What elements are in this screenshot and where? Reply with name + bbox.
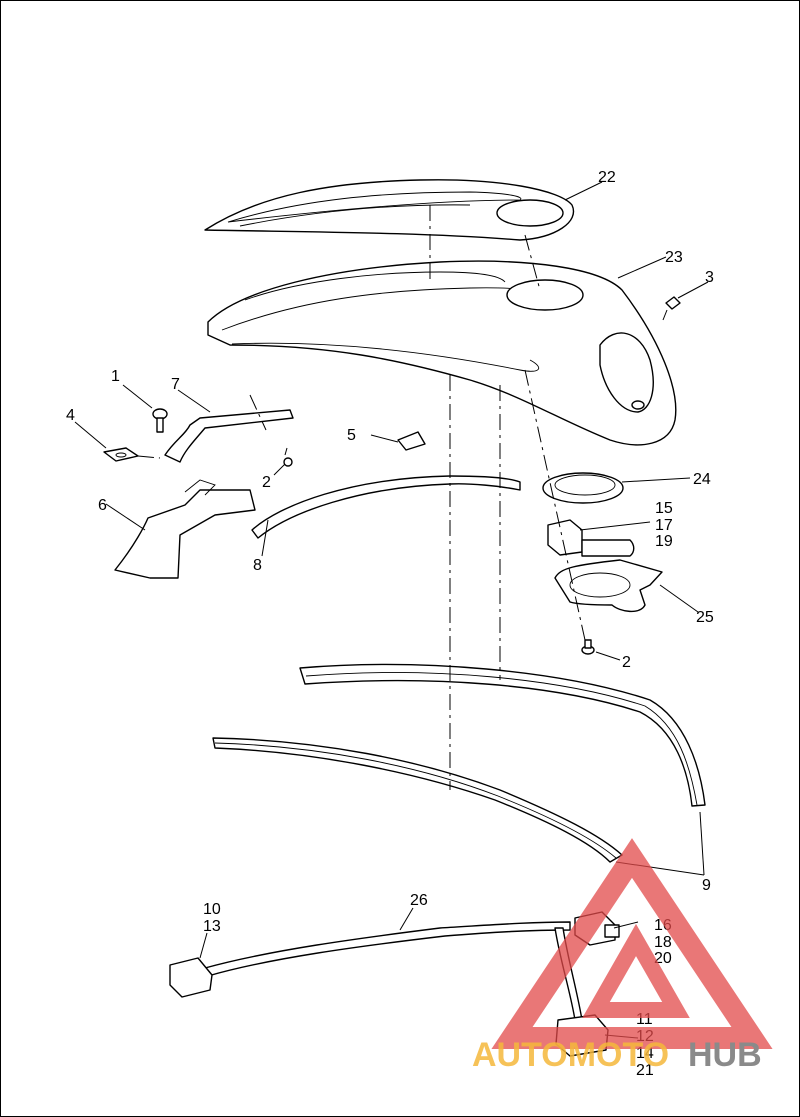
callout-19: 19: [655, 533, 673, 550]
callout-23: 23: [665, 249, 683, 266]
part-6-switch-housing: [114, 479, 256, 579]
part-7-bracket: [164, 409, 294, 463]
callout-25: 25: [696, 609, 714, 626]
callout-5: 5: [347, 427, 356, 444]
callout-3: 3: [705, 269, 714, 286]
callout-8: 8: [253, 557, 262, 574]
callout-2-lower: 2: [622, 654, 631, 671]
callout-22: 22: [598, 169, 616, 186]
part-10-connector: [169, 957, 213, 998]
part-23-console: [207, 260, 677, 446]
callout-17: 17: [655, 517, 673, 534]
assembly-lines: [137, 205, 586, 790]
callout-14: 14: [636, 1045, 654, 1062]
part-9-seal-upper: [299, 663, 706, 807]
part-2-screw-upper: [283, 447, 293, 467]
callout-7: 7: [171, 376, 180, 393]
callout-24: 24: [693, 471, 711, 488]
watermark-logo: [491, 838, 773, 1049]
callout-15: 15: [655, 500, 673, 517]
part-9-seal-lower: [212, 737, 623, 863]
watermark-text: AUTOMOTO HUB: [472, 1036, 762, 1074]
part-3-screw: [662, 296, 681, 321]
part-2-screw-lower: [581, 639, 595, 655]
part-22-trim-plate: [204, 179, 575, 241]
callout-4: 4: [66, 407, 75, 424]
callout-1: 1: [111, 368, 120, 385]
callout-21: 21: [636, 1062, 654, 1079]
callout-18: 18: [654, 934, 672, 951]
part-25-mounting-plate: [554, 559, 663, 613]
callout-20: 20: [654, 950, 672, 967]
part-24-gasket: [542, 472, 624, 504]
part-15-sensor: [547, 519, 635, 557]
watermark-text-hub: HUB: [688, 1036, 762, 1074]
part-4-nut: [103, 447, 139, 462]
part-1-bolt: [152, 408, 168, 433]
callout-6: 6: [98, 497, 107, 514]
callout-2-upper: 2: [262, 474, 271, 491]
leader-lines: [74, 181, 709, 1039]
part-8-hose: [251, 475, 521, 539]
callout-13: 13: [203, 918, 221, 935]
watermark-text-automoto: AUTOMOTO: [472, 1036, 669, 1074]
part-5-clip: [397, 431, 426, 451]
callout-9: 9: [702, 877, 711, 894]
callout-26: 26: [410, 892, 428, 909]
callout-10: 10: [203, 901, 221, 918]
